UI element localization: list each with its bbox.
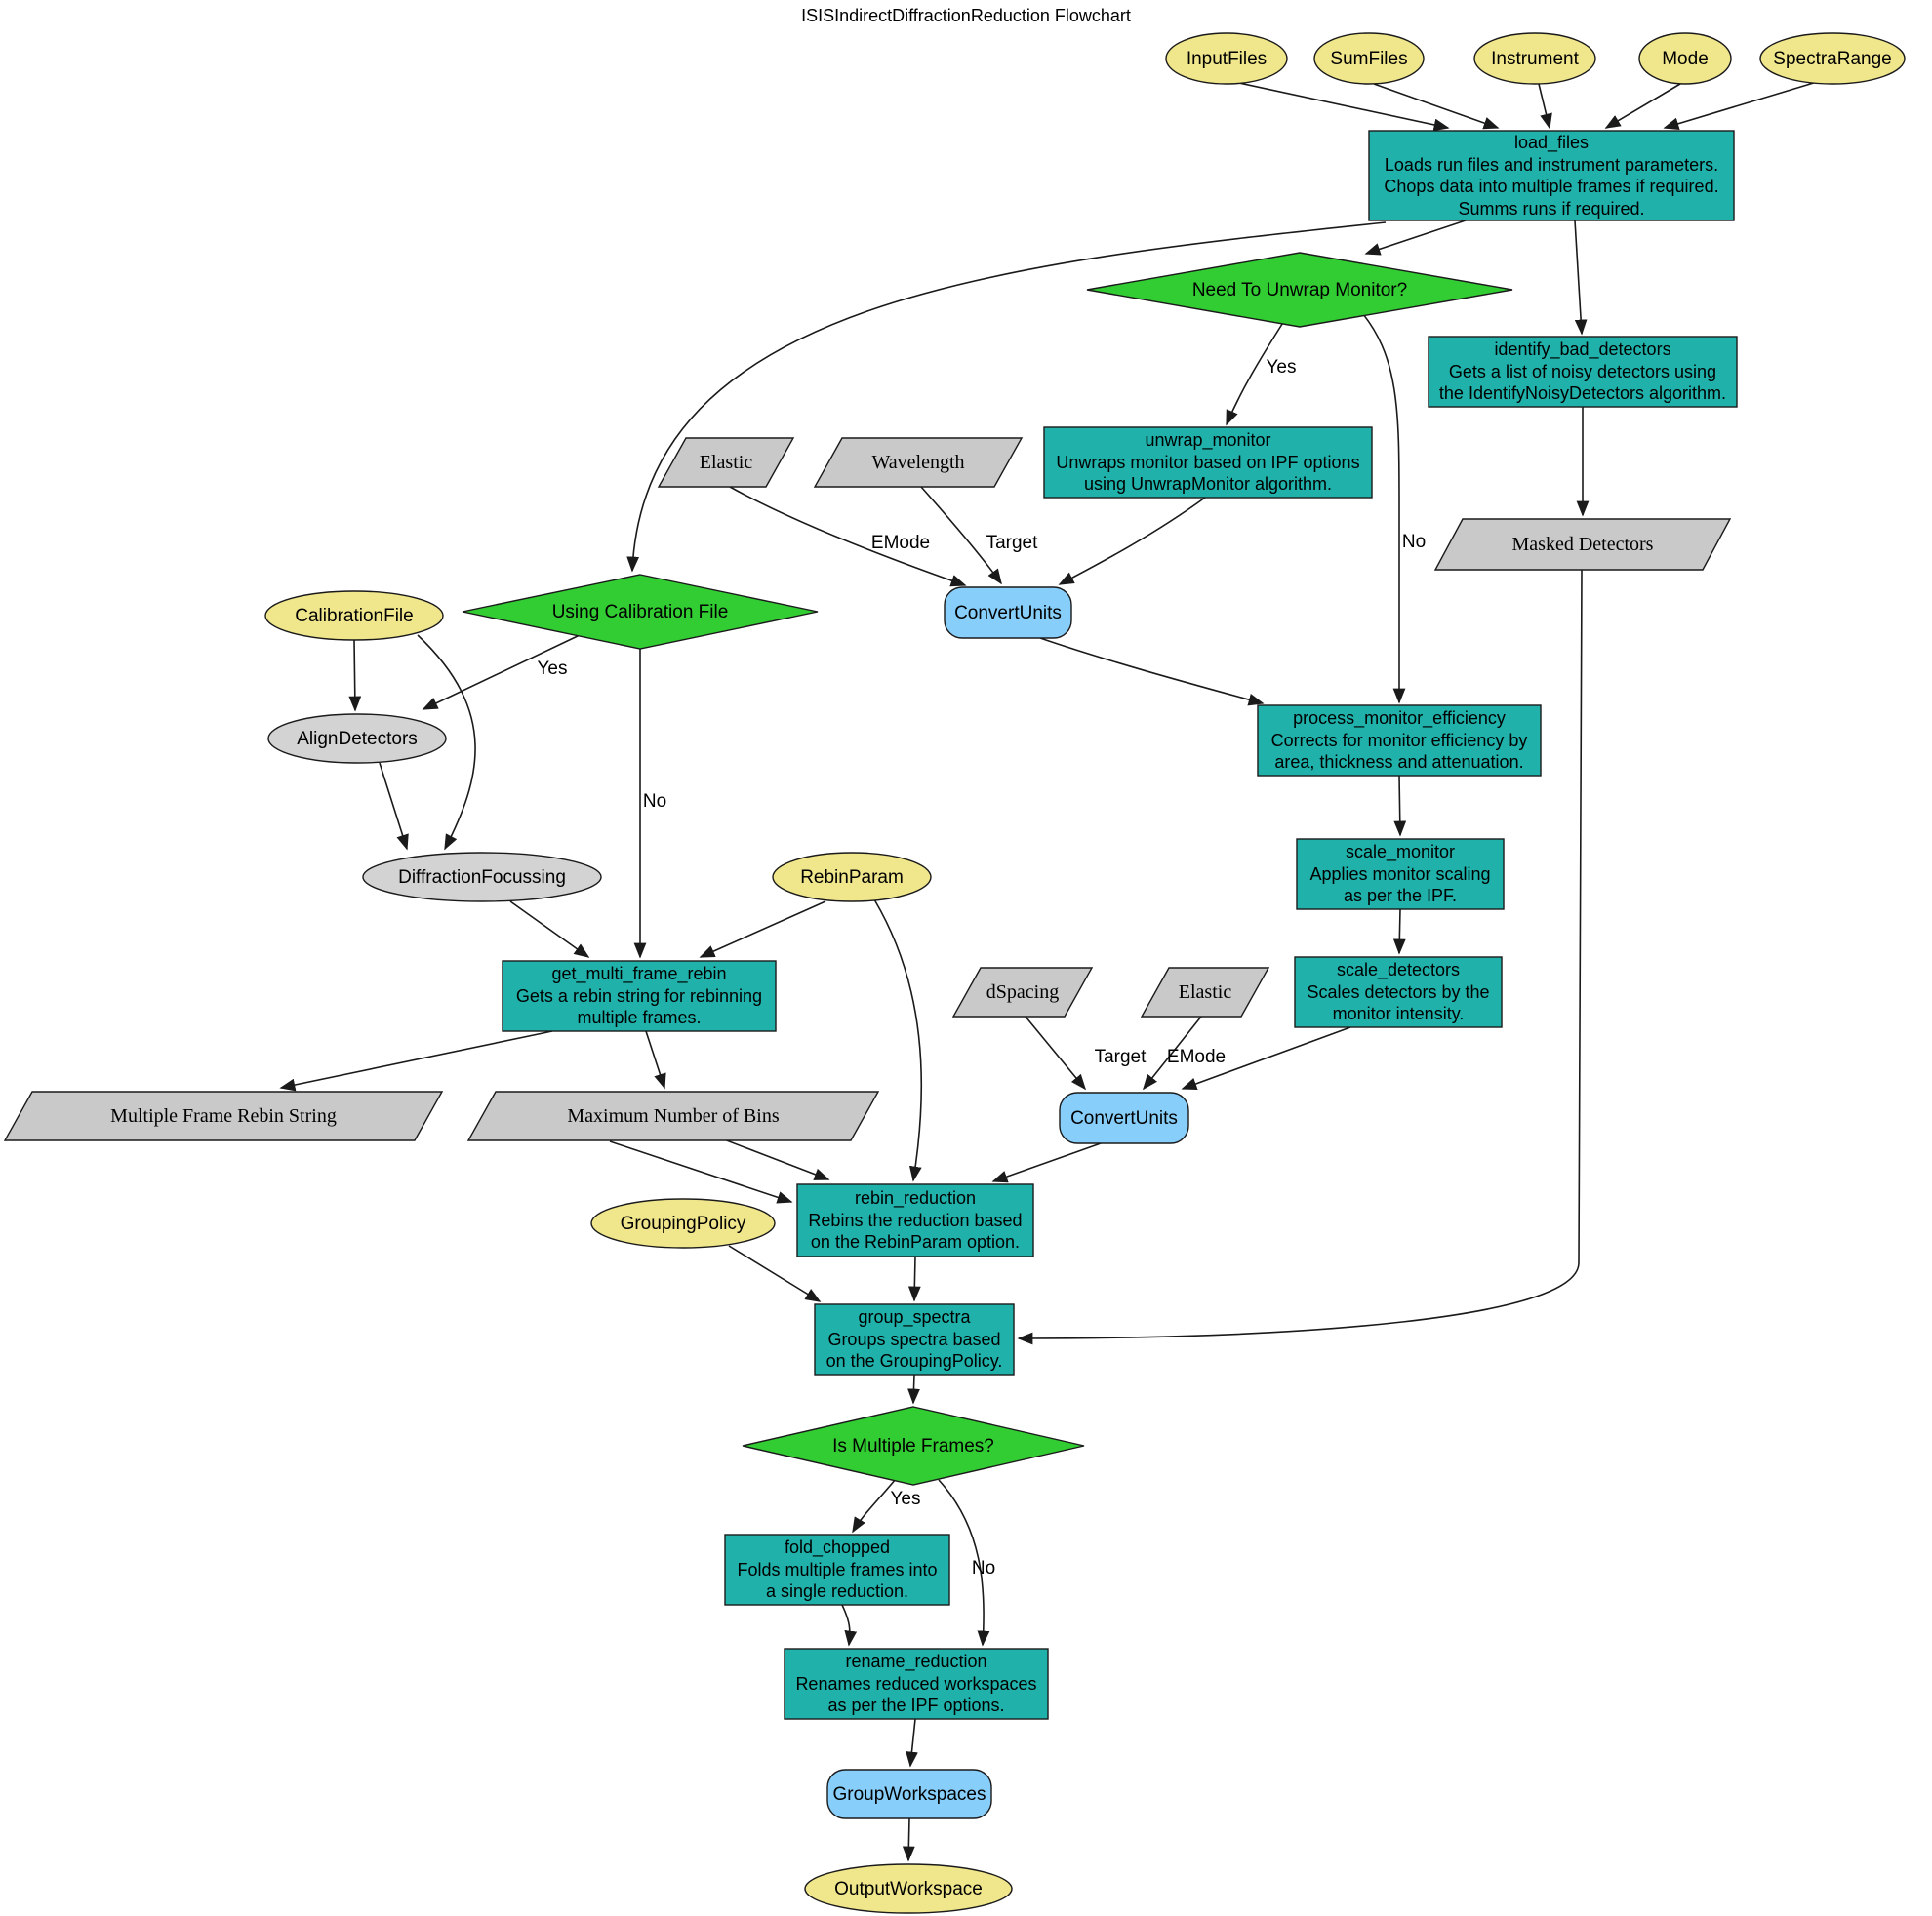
convert-units-1-shape <box>944 586 1072 639</box>
rename-reduction-shape <box>784 1648 1049 1720</box>
edge-elastic1-convertunits1 <box>729 486 967 587</box>
elastic-1-shape <box>657 437 795 488</box>
edge-needunwrap-processmon <box>1357 307 1406 704</box>
edge-groupspectra-ismultiple <box>907 1374 920 1405</box>
edge-convertunits1-processmon <box>1039 637 1265 706</box>
edge-processmon-scalemonitor <box>1393 775 1407 837</box>
is-multiple-frames-shape <box>742 1406 1085 1486</box>
edge-calib-diffraction <box>417 634 476 851</box>
edge-scalemonitor-scaledetectors <box>1392 908 1406 955</box>
diagram-title: ISISIndirectDiffractionReduction Flowcha… <box>801 6 1131 25</box>
group-workspaces-shape <box>826 1769 992 1819</box>
need-to-unwrap-monitor-shape <box>1086 252 1513 328</box>
edge-rebinreduction-groupspectra <box>907 1256 921 1302</box>
edge-label-ismultiple-foldchopped: Yes <box>890 1489 921 1509</box>
wavelength-shape <box>813 437 1024 488</box>
edge-label-dspacing-convertunits2: Target <box>1094 1047 1147 1067</box>
edge-label-usingcalib-align: Yes <box>537 659 568 679</box>
edge-loadfiles-needunwrap <box>1364 220 1467 256</box>
edge-wavelength-convertunits1 <box>920 486 1002 585</box>
diffraction-focussing-shape <box>362 852 602 902</box>
convert-units-2-shape <box>1059 1092 1189 1144</box>
edge-rebinparam-rebinreduction <box>873 898 923 1182</box>
edge-label-elastic1-convertunits1: EMode <box>870 533 931 553</box>
edge-label-needunwrap-unwrap: Yes <box>1266 357 1297 378</box>
edge-needunwrap-unwrap <box>1226 320 1285 426</box>
rebin-param-shape <box>772 852 932 902</box>
edge-getrebin-maxbins <box>645 1030 666 1090</box>
edge-ismultiple-foldchopped <box>852 1478 897 1534</box>
load-files-shape <box>1368 130 1735 221</box>
edge-mfrs-rebinreduction <box>609 1140 793 1204</box>
edge-masked-groupspectra <box>1017 569 1583 1345</box>
unwrap-monitor-shape <box>1043 426 1373 499</box>
edge-unwrap-convertunits1 <box>1058 497 1206 585</box>
shapes-group <box>3 32 1906 1914</box>
edge-mode-loadfiles <box>1604 83 1681 129</box>
edge-align-diffraction <box>379 762 409 851</box>
get-multi-frame-rebin-shape <box>502 960 777 1032</box>
edges-group <box>279 81 1818 1862</box>
align-detectors-shape <box>267 713 447 764</box>
edge-foldchopped-rename <box>841 1604 858 1647</box>
group-spectra-shape <box>814 1303 1015 1376</box>
edge-elastic2-convertunits2 <box>1143 1016 1202 1091</box>
edge-sumfiles-loadfiles <box>1373 83 1500 130</box>
input-files-shape <box>1165 32 1288 85</box>
maximum-number-of-bins-shape <box>466 1091 880 1141</box>
edge-instrument-loadfiles <box>1538 83 1552 130</box>
edge-ismultiple-rename <box>938 1479 990 1647</box>
output-workspace-shape <box>804 1863 1013 1914</box>
edge-loadfiles-usingcalib <box>626 221 1387 573</box>
multiple-frame-rebin-string-shape <box>3 1091 444 1141</box>
elastic-2-shape <box>1140 967 1270 1018</box>
dspacing-shape <box>951 967 1094 1018</box>
calibration-file-shape <box>264 590 444 641</box>
edge-calib-align <box>348 639 362 712</box>
edge-label-elastic2-convertunits2: EMode <box>1166 1047 1227 1067</box>
using-calibration-file-shape <box>462 574 819 650</box>
instrument-shape <box>1473 32 1596 85</box>
edge-groupingpolicy-groupspectra <box>728 1245 822 1302</box>
edge-label-wavelength-convertunits1: Target <box>986 533 1038 553</box>
edge-label-ismultiple-rename: No <box>971 1558 996 1578</box>
edge-label-usingcalib-getrebin: No <box>642 791 667 812</box>
mode-shape <box>1638 32 1732 85</box>
edge-usingcalib-align <box>422 634 581 710</box>
scale-detectors-shape <box>1294 956 1503 1028</box>
edge-groupworkspaces-output <box>902 1817 915 1862</box>
edge-inputfiles-loadfiles <box>1238 82 1450 132</box>
identify-bad-detectors-shape <box>1428 336 1738 408</box>
edge-scaledetectors-convertunits2 <box>1181 1026 1351 1091</box>
edge-convertunits2-rebinreduction <box>991 1142 1102 1183</box>
edge-loadfiles-identify <box>1574 220 1588 336</box>
scale-monitor-shape <box>1296 838 1505 910</box>
edge-maxbins-rebinreduction <box>723 1138 830 1180</box>
edge-dspacing-convertunits2 <box>1025 1016 1087 1091</box>
masked-detectors-shape <box>1433 518 1732 571</box>
edge-label-needunwrap-processmon: No <box>1401 532 1427 552</box>
edge-diffraction-getrebin <box>509 900 590 958</box>
fold-chopped-shape <box>724 1534 950 1606</box>
spectra-range-shape <box>1759 32 1906 85</box>
sum-files-shape <box>1313 32 1425 85</box>
edge-spectrarange-loadfiles <box>1663 81 1818 130</box>
process-monitor-efficiency-shape <box>1257 704 1542 777</box>
edge-getrebin-mfrs <box>279 1030 553 1092</box>
grouping-policy-shape <box>590 1198 776 1249</box>
edge-rebinparam-getrebin <box>699 900 826 958</box>
rebin-reduction-shape <box>796 1183 1034 1257</box>
edge-rename-groupworkspaces <box>906 1718 918 1768</box>
